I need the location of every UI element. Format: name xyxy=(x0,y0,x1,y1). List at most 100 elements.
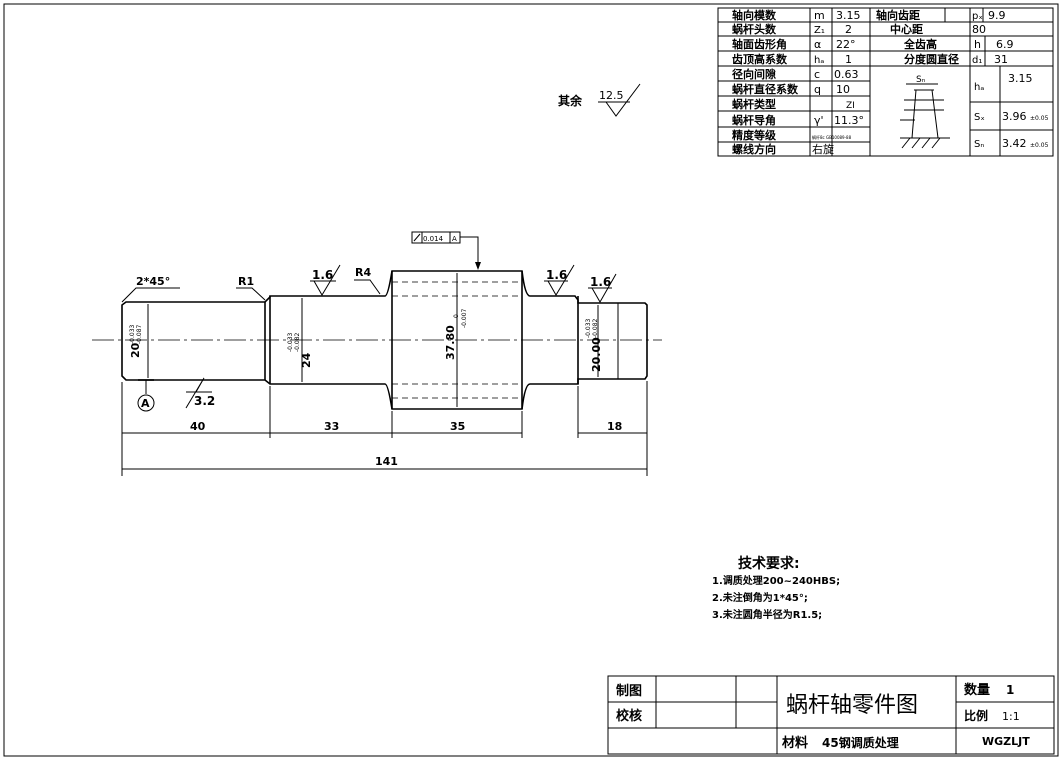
d3-value: 37.80 xyxy=(444,325,457,360)
r4-label: R4 xyxy=(355,266,371,279)
svg-text:-0.033: -0.033 xyxy=(287,332,294,352)
roughness-mark: 1.6 xyxy=(544,264,575,296)
param-symbol: hₐ xyxy=(814,55,824,66)
param-label: 中心距 xyxy=(890,22,923,36)
quantity-label: 数量 xyxy=(964,682,990,698)
svg-text:1.6: 1.6 xyxy=(590,275,611,289)
drawing-frame xyxy=(3,3,1059,757)
material-label: 材料 xyxy=(782,735,808,751)
svg-text:A: A xyxy=(452,235,457,243)
svg-text:-0.082: -0.082 xyxy=(592,318,599,338)
param-label: 精度等级 xyxy=(732,128,777,142)
roughness-mark: 1.6 xyxy=(310,264,341,296)
worm-parameter-table: 轴向模数 m 3.15 轴向齿距 pₓ 9.9 蜗杆头数 Z₁ 2 中心距 80… xyxy=(717,7,1054,157)
param-label: 轴向模数 xyxy=(732,8,777,22)
param-symbol: q xyxy=(814,83,821,96)
tolerance-frame: 0.014 A xyxy=(411,231,481,270)
title-block: 制图 校核 蜗杆轴零件图 数量 1 比例 1:1 材料 45钢调质处理 WGZL… xyxy=(607,675,1055,755)
sn-value: 3.42 xyxy=(1002,137,1027,150)
rest-label: 其余 xyxy=(558,93,583,108)
param-value: 2 xyxy=(845,23,852,36)
len1-value: 40 xyxy=(190,420,206,433)
svg-text:-0.087: -0.087 xyxy=(136,324,143,344)
svg-text:0.014: 0.014 xyxy=(423,235,444,243)
param-value-small: 蜗杆8c GB10089-88 xyxy=(812,134,852,140)
param-label: 蜗杆导角 xyxy=(732,113,776,127)
param-symbol: γ' xyxy=(814,114,824,127)
sx-value: 3.96 xyxy=(1002,110,1027,123)
param-label: 蜗杆直径系数 xyxy=(732,82,799,96)
param-label: 轴向齿距 xyxy=(876,8,920,22)
roughness-note: 其余 12.5 xyxy=(558,83,641,117)
datum-symbol: A xyxy=(137,379,155,412)
len2-value: 33 xyxy=(324,420,339,433)
param-label: 径向间隙 xyxy=(732,67,776,81)
tech-req-item: 2.未注倒角为1*45°; xyxy=(712,591,808,604)
param-value: 9.9 xyxy=(988,9,1006,22)
param-value: 80 xyxy=(972,23,986,36)
param-symbol: m xyxy=(814,9,825,22)
sn-symbol: Sₙ xyxy=(974,139,984,150)
param-label: 齿顶高系数 xyxy=(732,52,788,66)
param-label: 螺线方向 xyxy=(732,142,776,156)
param-value: 11.3° xyxy=(834,114,864,127)
param-label: 蜗杆头数 xyxy=(732,22,777,36)
len4-value: 18 xyxy=(607,420,622,433)
svg-text:-0.082: -0.082 xyxy=(294,332,301,352)
shaft-view: 2*45° R1 R4 1.6 1.6 1.6 3.2 0 xyxy=(92,231,662,476)
param-symbol: h xyxy=(974,38,981,51)
param-value: 6.9 xyxy=(996,38,1014,51)
d4-value: 20.00 xyxy=(590,337,603,372)
ha-value: 3.15 xyxy=(1008,72,1033,85)
param-value: 1 xyxy=(845,53,852,66)
rest-value: 12.5 xyxy=(599,89,624,102)
param-value: 10 xyxy=(836,83,850,96)
svg-text:-0.007: -0.007 xyxy=(461,308,468,328)
checked-label: 校核 xyxy=(616,708,642,724)
param-label: 蜗杆类型 xyxy=(732,97,776,111)
sketch-label: Sₙ xyxy=(916,75,926,85)
svg-text:1.6: 1.6 xyxy=(312,268,333,282)
param-value: 0.63 xyxy=(834,68,859,81)
technical-requirements: 技术要求: 1.调质处理200~240HBS; 2.未注倒角为1*45°; 3.… xyxy=(712,555,840,621)
d2-value: 24 xyxy=(300,352,313,368)
sx-symbol: Sₓ xyxy=(974,112,985,123)
scale-value: 1:1 xyxy=(1002,710,1020,723)
param-symbol: Z₁ xyxy=(814,25,825,36)
total-length-value: 141 xyxy=(375,455,398,468)
param-symbol: c xyxy=(814,68,820,81)
ha-symbol: hₐ xyxy=(974,82,984,93)
param-label: 全齿高 xyxy=(903,37,937,51)
svg-text:3.2: 3.2 xyxy=(194,394,215,408)
param-symbol: pₓ xyxy=(972,11,983,22)
shaft-outline xyxy=(121,270,648,410)
chamfer-label: 2*45° xyxy=(136,275,170,288)
svg-text:1.6: 1.6 xyxy=(546,268,567,282)
sx-tolerance: ±0.05 xyxy=(1030,115,1049,122)
param-label: 分度圆直径 xyxy=(904,52,959,66)
svg-text:A: A xyxy=(141,397,150,410)
len3-value: 35 xyxy=(450,420,465,433)
param-symbol: d₁ xyxy=(972,55,982,66)
roughness-mark: 1.6 xyxy=(588,273,617,304)
param-value: 22° xyxy=(836,38,856,51)
param-value: 31 xyxy=(994,53,1008,66)
scale-label: 比例 xyxy=(964,708,988,723)
drawn-label: 制图 xyxy=(616,683,642,699)
tech-req-item: 3.未注圆角半径为R1.5; xyxy=(712,608,822,621)
sn-tolerance: ±0.05 xyxy=(1030,142,1049,149)
tech-req-item: 1.调质处理200~240HBS; xyxy=(712,574,840,587)
param-value: 右旋 xyxy=(812,142,834,156)
drawing-title: 蜗杆轴零件图 xyxy=(786,693,918,718)
param-label: 轴面齿形角 xyxy=(732,37,787,51)
svg-text:-0.033: -0.033 xyxy=(129,324,136,344)
svg-text:-0.033: -0.033 xyxy=(585,318,592,338)
tooth-profile-sketch: Sₙ xyxy=(900,75,950,149)
material-value: 45钢调质处理 xyxy=(822,735,899,750)
roughness-mark: 3.2 xyxy=(185,377,215,409)
param-symbol: α xyxy=(814,38,821,51)
d1-value: 20 xyxy=(129,342,142,358)
drawing-code: WGZLJT xyxy=(982,735,1030,748)
